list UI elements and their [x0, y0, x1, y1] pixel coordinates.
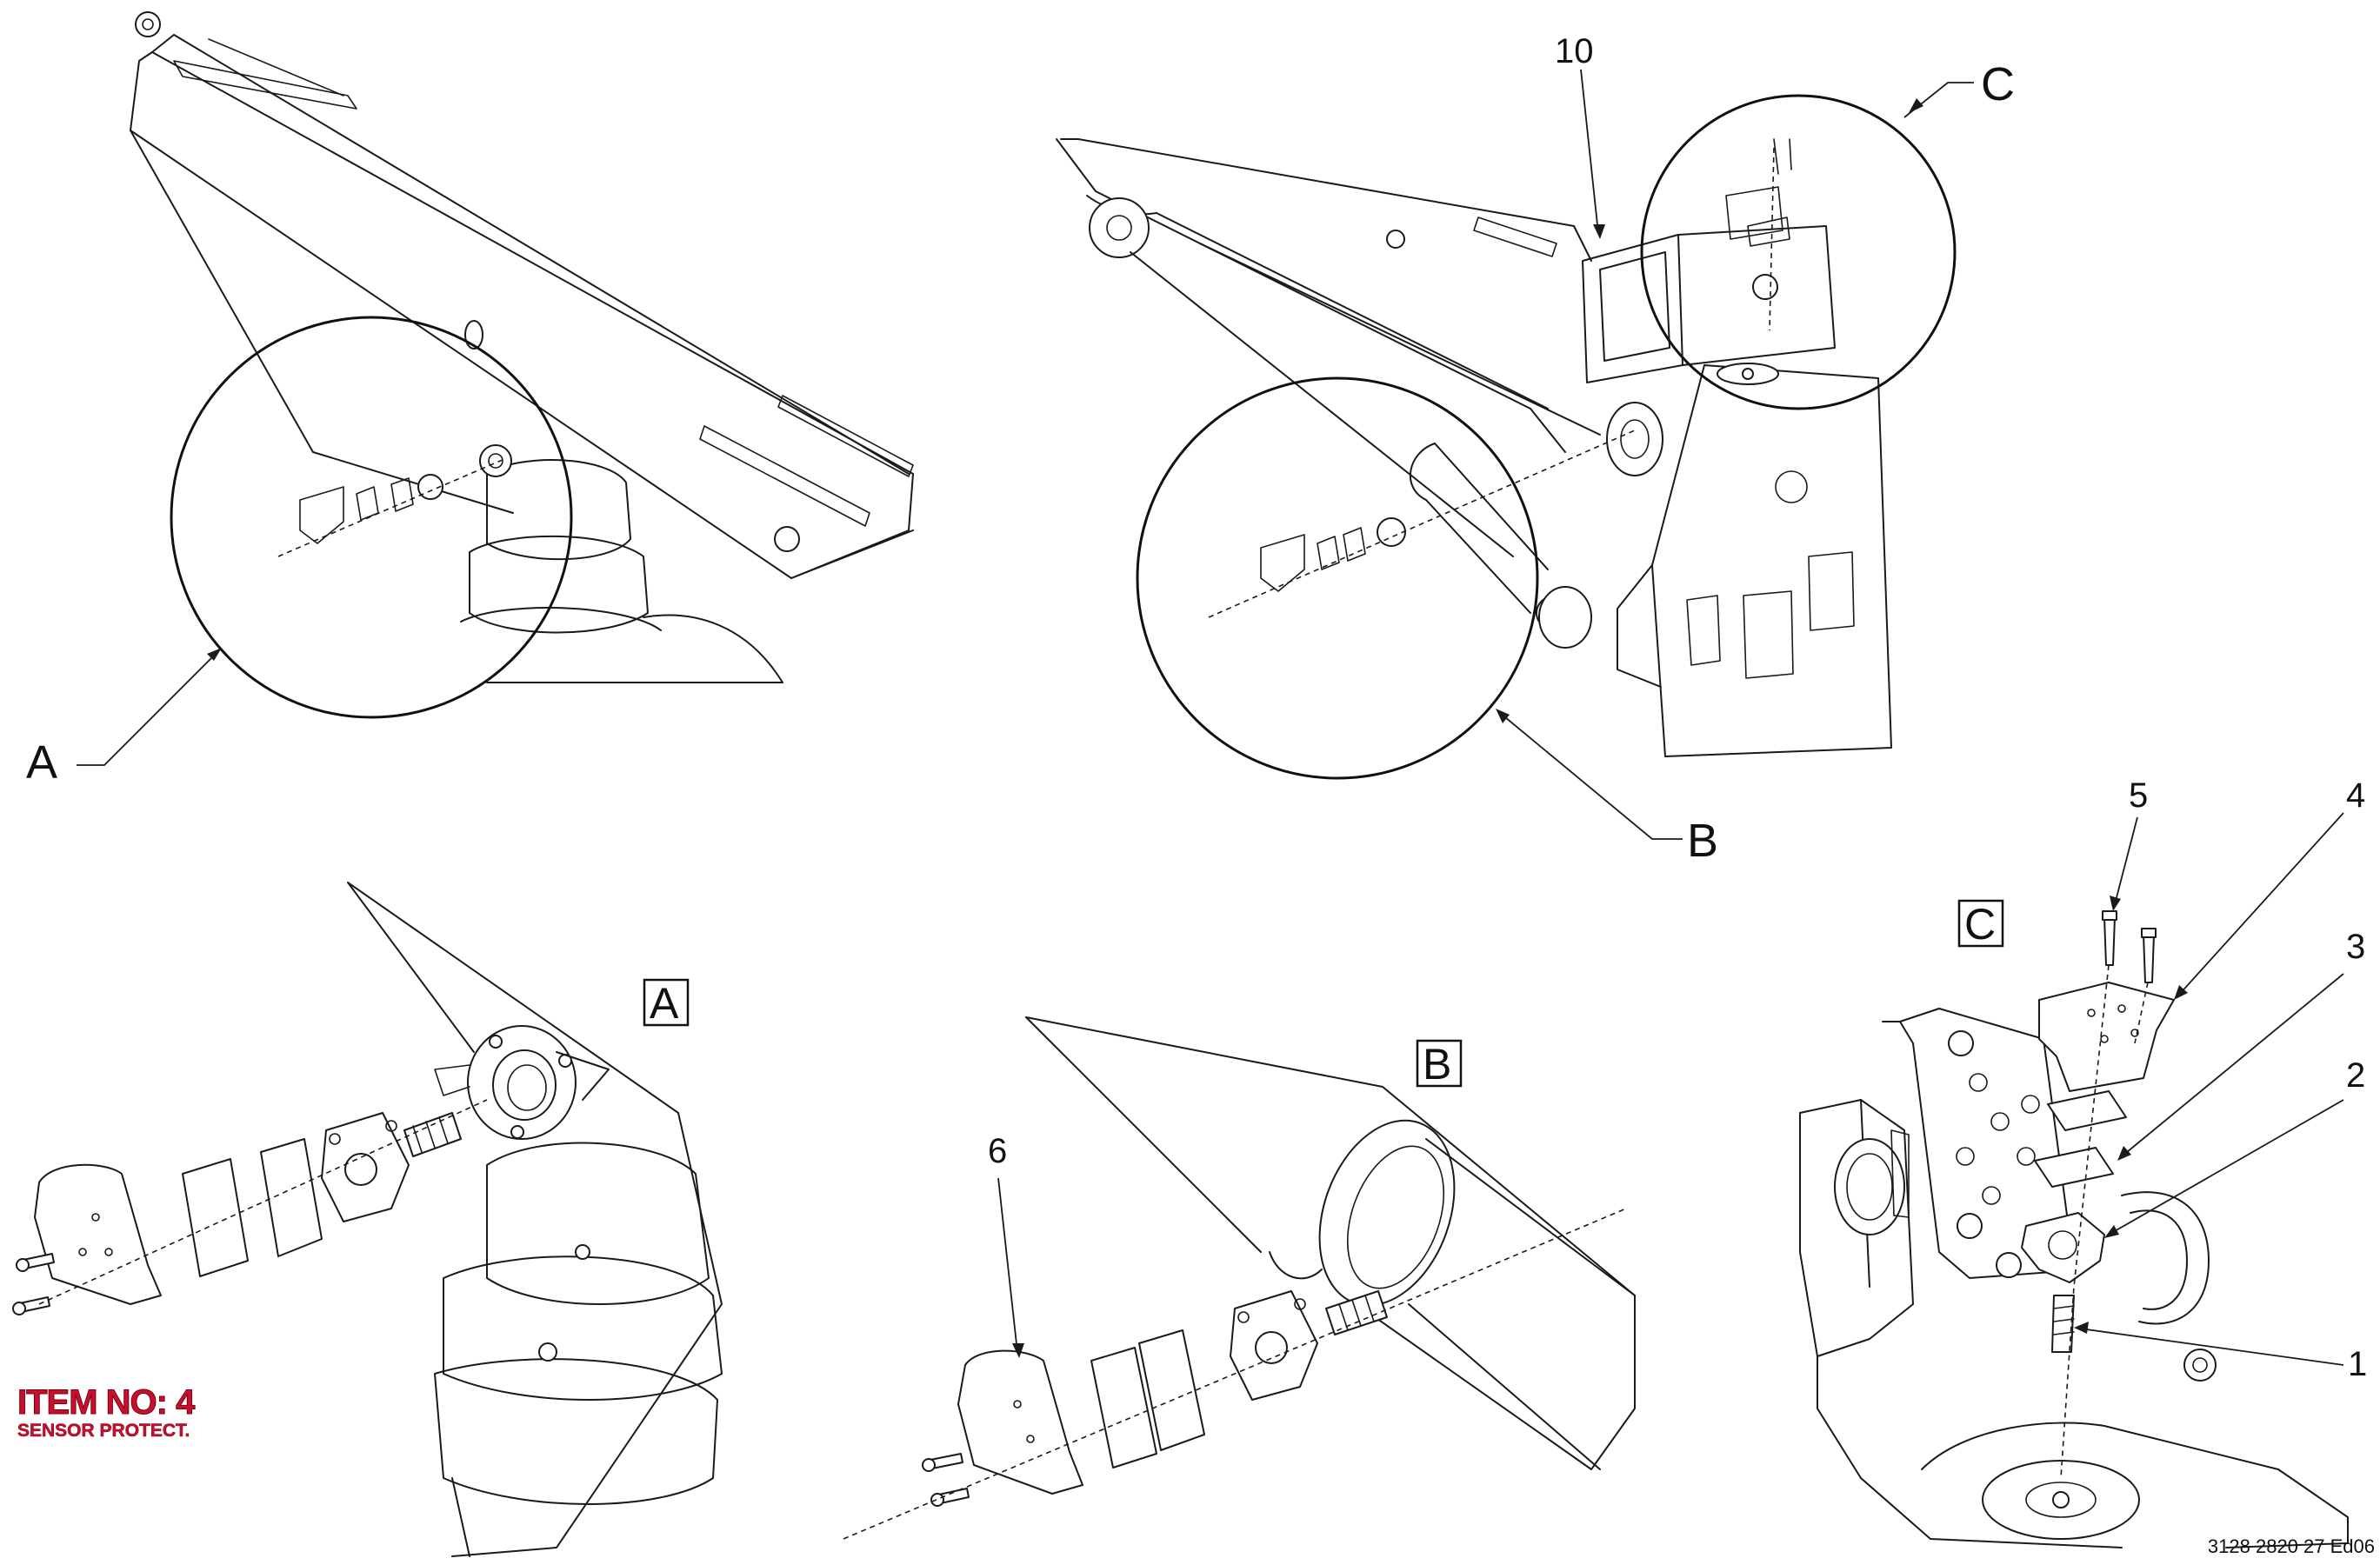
- item-number-2: 2: [2346, 1056, 2365, 1095]
- leader-item-6: [997, 1177, 1018, 1353]
- detail-view-a: [12, 882, 723, 1557]
- leader-item-1: [2079, 1328, 2344, 1366]
- detail-a-miniature: [277, 444, 512, 557]
- detail-label-b: B: [1423, 1040, 1451, 1089]
- item-number-5: 5: [2129, 776, 2148, 815]
- detail-circle-a: [170, 316, 573, 719]
- item-number-10: 10: [1555, 32, 1594, 70]
- detail-view-c: [1799, 910, 2349, 1548]
- detail-circle-b: [1136, 376, 1539, 780]
- leader-item-3: [2121, 973, 2344, 1157]
- leader-item-4: [2177, 812, 2344, 996]
- leader-item-5: [2114, 816, 2138, 905]
- callout-c: C: [1981, 58, 2015, 110]
- detail-label-box-b: [1416, 1039, 1463, 1088]
- document-reference: 3128 2820 27 Ed06: [2207, 1535, 2375, 1557]
- shim-plate-a1: [182, 1158, 249, 1277]
- detail-b-miniature: [1208, 430, 1636, 618]
- leader-b: [1499, 712, 1683, 840]
- detail-label-box-c: [1957, 899, 2004, 948]
- boom-overview-left: [130, 11, 914, 683]
- detail-view-b: [843, 1016, 1636, 1540]
- detail-c-miniature: [1725, 138, 1792, 331]
- callout-a: A: [26, 736, 57, 789]
- sensor-protect-b: [957, 1349, 1083, 1495]
- item-number-1: 1: [2348, 1345, 2367, 1383]
- shim-plate-a2: [260, 1138, 323, 1257]
- detail-label-box-a: [643, 978, 690, 1027]
- detail-label-c: C: [1964, 900, 1996, 949]
- leader-c: [1903, 82, 1974, 118]
- leader-a: [77, 651, 218, 766]
- item-number-3: 3: [2346, 928, 2365, 966]
- leader-item-2: [2108, 1099, 2344, 1235]
- callout-b: B: [1687, 815, 1718, 867]
- boom-overview-right: [1056, 138, 1892, 757]
- sensor-protect-a: [34, 1163, 162, 1305]
- detail-circle-c: [1640, 94, 1957, 410]
- item-name-highlight: SENSOR PROTECT.: [17, 1421, 190, 1442]
- item-number-4: 4: [2346, 776, 2365, 815]
- leader-item-10: [1580, 69, 1599, 234]
- detail-label-a: A: [650, 979, 679, 1028]
- item-number-6: 6: [988, 1132, 1007, 1170]
- item-number-highlight: ITEM NO: 4: [17, 1383, 195, 1422]
